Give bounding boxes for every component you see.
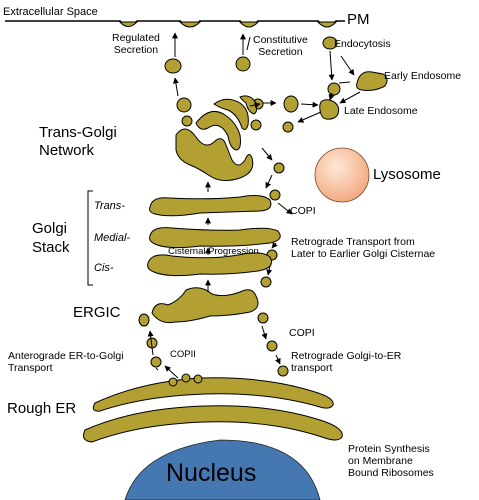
pm-pit-2 [178, 21, 202, 28]
cisternal-progression-label: Cisternal Progression [168, 246, 259, 257]
pm-pit-1 [118, 21, 139, 27]
copi-lower-label: COPI [289, 327, 315, 339]
vesicle [283, 95, 299, 113]
trans-cisterna [149, 195, 272, 217]
pm-pit-3 [238, 21, 260, 28]
vesicle [269, 189, 281, 201]
trans-cisterna-label: Trans- [94, 200, 125, 212]
plasma-membrane [5, 20, 345, 27]
vesicle [257, 312, 269, 324]
early-endosome [356, 71, 388, 91]
cis-cisterna [147, 252, 272, 277]
extracellular-space-label: Extracellular Space [3, 6, 98, 18]
late-endosome-label: Late Endosome [344, 105, 418, 117]
lysosome-label: Lysosome [373, 166, 441, 183]
medial-cisterna-label: Medial- [94, 232, 131, 244]
golgi-stack-label: Golgi Stack [32, 220, 70, 256]
retrograde-golgi-label: Retrograde Transport from Later to Earli… [291, 236, 436, 261]
vesicle [282, 121, 294, 133]
pm-label: PM [347, 11, 370, 28]
arrows [147, 32, 361, 379]
vesicle [235, 56, 251, 72]
vesicle [260, 276, 272, 288]
golgi-stack-bracket [87, 190, 93, 286]
copi-upper-label: COPI [290, 205, 316, 217]
vesicle [277, 365, 289, 377]
rough-er-label: Rough ER [7, 400, 77, 417]
ergic [151, 287, 259, 324]
vesicle [138, 313, 150, 327]
endocytosis-label: Endocytosis [334, 38, 391, 50]
retrograde-er-label: Retrograde Golgi-to-ER transport [291, 350, 402, 375]
trans-golgi-network-label: Trans-Golgi Network [39, 124, 117, 159]
late-endosome [319, 99, 340, 120]
regulated-secretion-label: Regulated Secretion [112, 32, 160, 57]
vesicle [273, 162, 285, 174]
vesicle [150, 356, 162, 368]
constitutive-secretion-label: Constitutive Secretion [253, 34, 308, 59]
nucleus-label: Nucleus [166, 459, 257, 487]
pm-pit-4 [316, 21, 338, 28]
early-endosome-label: Early Endosome [384, 70, 462, 82]
vesicle [327, 82, 341, 96]
vesicle [266, 340, 278, 352]
rough-er [83, 373, 343, 443]
nucleus [124, 439, 321, 500]
ergic-label: ERGIC [73, 304, 121, 321]
vesicle [164, 58, 182, 74]
protein-synthesis-label: Protein Synthesis on Membrane Bound Ribo… [348, 443, 434, 480]
anterograde-label: Anterograde ER-to-Golgi Transport [8, 350, 124, 375]
medial-cisterna [149, 227, 281, 249]
vesicle [250, 119, 262, 131]
copii-label: COPII [170, 349, 196, 360]
trans-golgi-network [175, 95, 258, 182]
lysosome [314, 147, 370, 203]
golgi-stack [147, 195, 281, 277]
vesicle [322, 36, 338, 50]
cis-cisterna-label: Cis- [94, 262, 114, 274]
